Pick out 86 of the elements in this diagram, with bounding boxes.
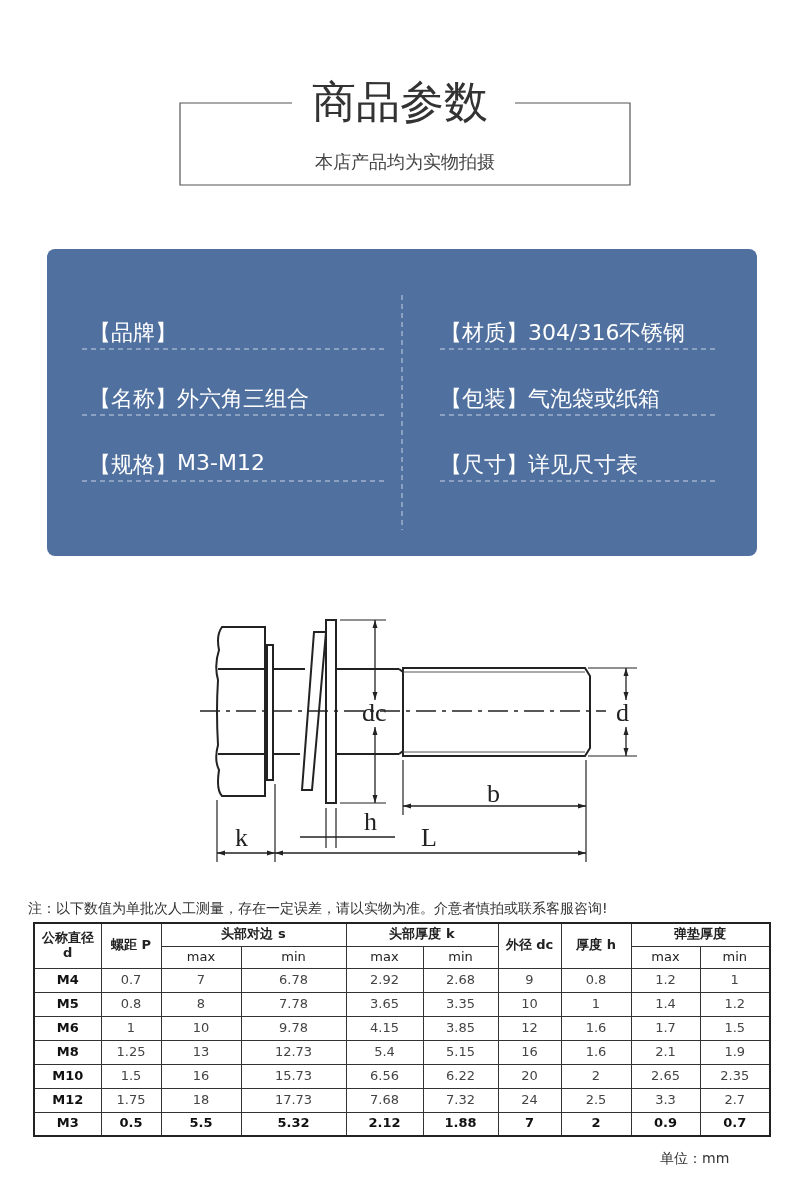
table-cell: 5.15 <box>423 1040 498 1064</box>
dimension-label: dc <box>362 700 387 726</box>
table-cell: 1 <box>101 1016 161 1040</box>
table-cell: 17.73 <box>241 1088 346 1112</box>
header-cell: max <box>631 946 700 968</box>
table-cell: 7 <box>161 968 241 992</box>
table-cell: 2 <box>561 1064 631 1088</box>
field-value: 气泡袋或纸箱 <box>528 385 660 413</box>
field-value: 304/316不锈钢 <box>528 319 686 347</box>
table-cell: 16 <box>161 1064 241 1088</box>
header-cell: 头部对边 s <box>161 923 346 946</box>
table-cell: 3.3 <box>631 1088 700 1112</box>
field-label: 【规格】 <box>89 451 177 479</box>
table-cell: 1.6 <box>561 1016 631 1040</box>
table-cell: 2.92 <box>346 968 423 992</box>
table-cell: 12.73 <box>241 1040 346 1064</box>
field-value: 外六角三组合 <box>177 385 309 413</box>
table-cell: 0.7 <box>101 968 161 992</box>
table-cell: 7.32 <box>423 1088 498 1112</box>
table-cell: 3.85 <box>423 1016 498 1040</box>
dimension-label: b <box>487 781 500 807</box>
table-cell: 16 <box>498 1040 561 1064</box>
table-cell: M12 <box>34 1088 101 1112</box>
table-cell: 1.25 <box>101 1040 161 1064</box>
field-label: 【材质】 <box>440 319 528 347</box>
table-cell: 10 <box>498 992 561 1016</box>
header-cell: max <box>346 946 423 968</box>
table-cell: M8 <box>34 1040 101 1064</box>
header-cell: 头部厚度 k <box>346 923 498 946</box>
table-cell: 7.78 <box>241 992 346 1016</box>
dimension-label: k <box>235 825 248 851</box>
header-cell: 螺距 P <box>101 923 161 968</box>
table-cell: 2.1 <box>631 1040 700 1064</box>
title: 商品参数 <box>312 78 488 127</box>
header-cell: 弹垫厚度 <box>631 923 770 946</box>
table-cell: 2.65 <box>631 1064 700 1088</box>
table-cell: 7.68 <box>346 1088 423 1112</box>
table-cell: 0.8 <box>101 992 161 1016</box>
table-cell: 12 <box>498 1016 561 1040</box>
table-cell: 2.68 <box>423 968 498 992</box>
table-cell: 20 <box>498 1064 561 1088</box>
table-cell: 1.75 <box>101 1088 161 1112</box>
table-cell: 3.65 <box>346 992 423 1016</box>
header-cell: min <box>241 946 346 968</box>
table-cell: 1.2 <box>631 968 700 992</box>
field-value: M3-M12 <box>177 450 265 475</box>
field-label: 【品牌】 <box>89 319 177 347</box>
table-cell: 9.78 <box>241 1016 346 1040</box>
table-cell: 1 <box>561 992 631 1016</box>
subtitle: 本店产品均为实物拍摄 <box>315 150 495 174</box>
table-cell: 6.56 <box>346 1064 423 1088</box>
table-cell: 10 <box>161 1016 241 1040</box>
field-value: 详见尺寸表 <box>528 451 638 479</box>
table-cell: 1.4 <box>631 992 700 1016</box>
header-cell: 外径 dc <box>498 923 561 968</box>
table-cell: 1.6 <box>561 1040 631 1064</box>
table-cell: M4 <box>34 968 101 992</box>
table-cell: 2.5 <box>561 1088 631 1112</box>
table-cell: 13 <box>161 1040 241 1064</box>
header-cell: max <box>161 946 241 968</box>
table-cell: M5 <box>34 992 101 1016</box>
header-cell: 公称直径 d <box>34 923 101 968</box>
table-cell: M10 <box>34 1064 101 1088</box>
table-cell: 6.78 <box>241 968 346 992</box>
table-cell: 4.15 <box>346 1016 423 1040</box>
table-cell: 1.7 <box>631 1016 700 1040</box>
unit-note: 单位：mm <box>660 1150 730 1168</box>
dimension-label: L <box>421 825 437 851</box>
table-cell: 0.8 <box>561 968 631 992</box>
table-cell: 5.4 <box>346 1040 423 1064</box>
field-label: 【包装】 <box>440 385 528 413</box>
table-cell: 24 <box>498 1088 561 1112</box>
note-text: 注：以下数值为单批次人工测量，存在一定误差，请以实物为准。介意者慎拍或联系客服咨询! <box>28 900 608 918</box>
table-cell: 3.35 <box>423 992 498 1016</box>
table-cell: 15.73 <box>241 1064 346 1088</box>
table-cell: 8 <box>161 992 241 1016</box>
table-cell: 18 <box>161 1088 241 1112</box>
field-label: 【尺寸】 <box>440 451 528 479</box>
table-cell: M6 <box>34 1016 101 1040</box>
dimension-label: d <box>616 700 629 726</box>
field-label: 【名称】 <box>89 385 177 413</box>
table-cell: 9 <box>498 968 561 992</box>
header-cell: 厚度 h <box>561 923 631 968</box>
table-cell: 1.5 <box>101 1064 161 1088</box>
dimension-label: h <box>364 809 377 835</box>
table-cell: 6.22 <box>423 1064 498 1088</box>
